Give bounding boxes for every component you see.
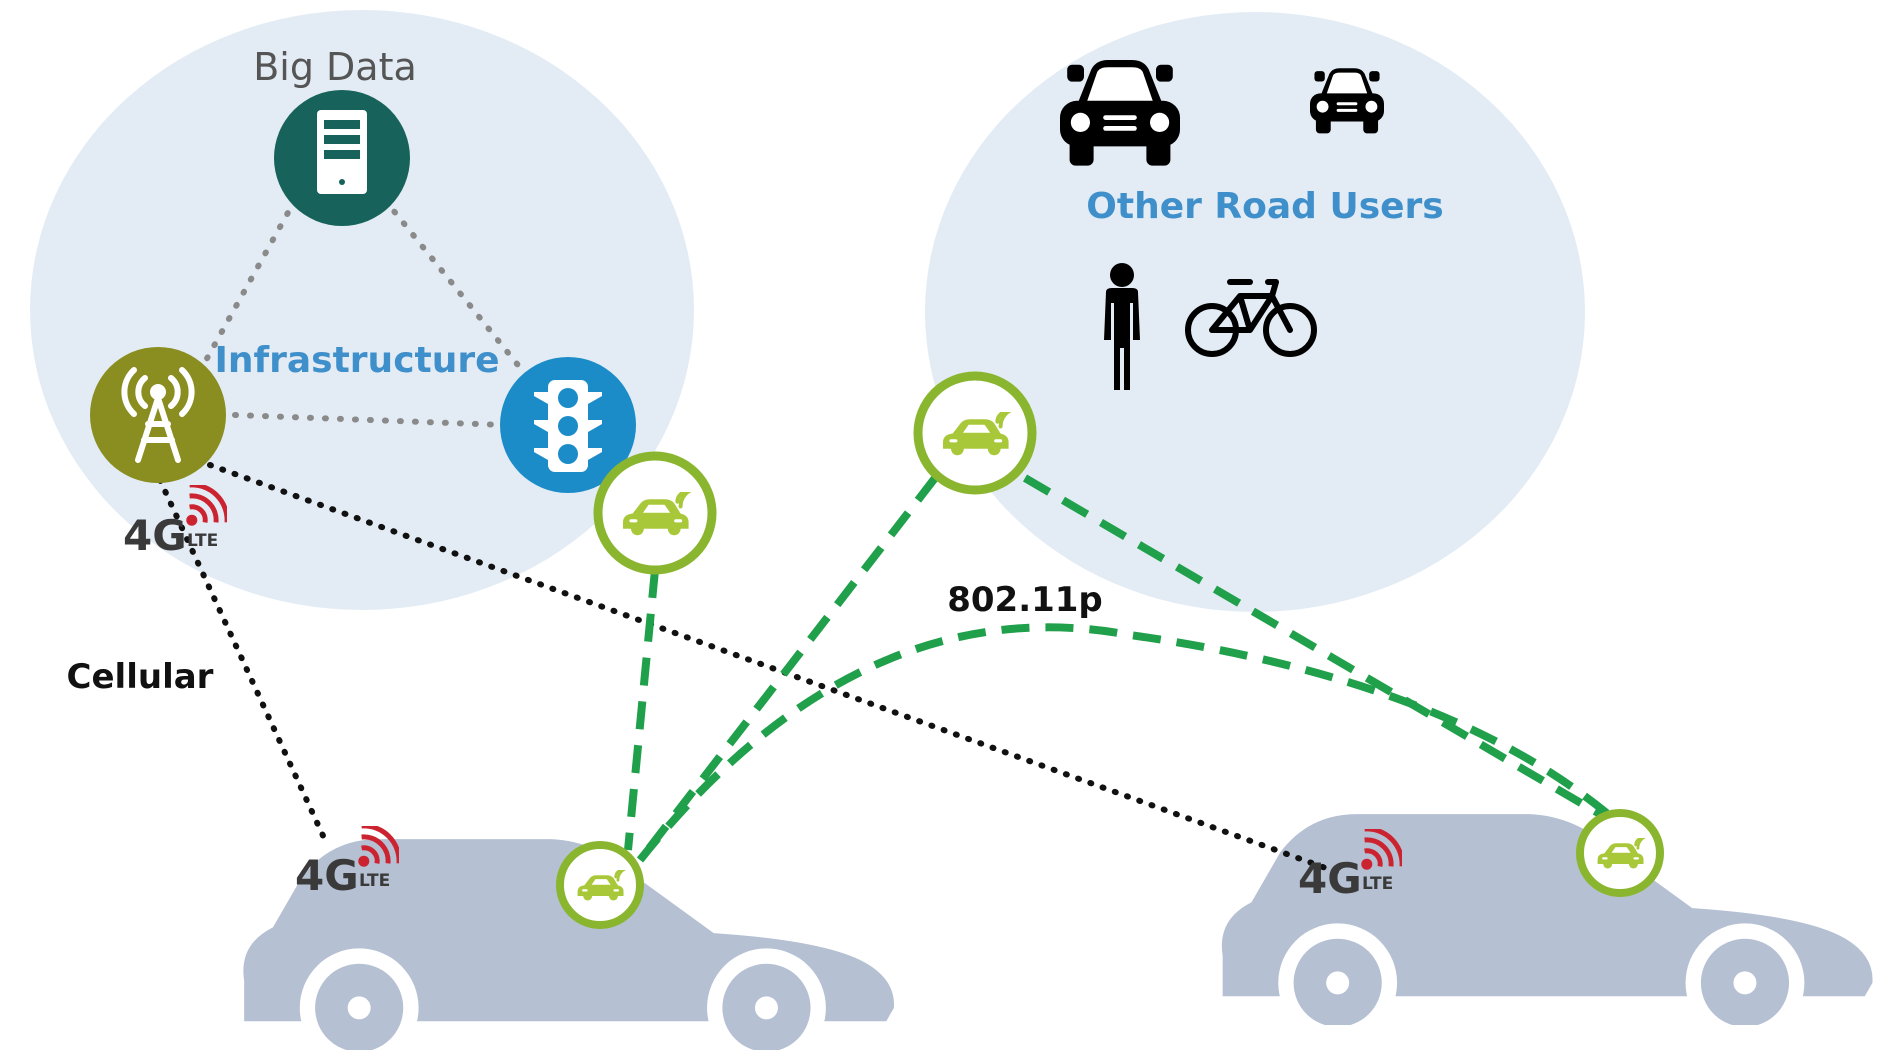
other-road-users-label: Other Road Users (1086, 186, 1443, 227)
v2x-node-infrastructure (593, 451, 717, 575)
lte-badge-suffix: LTE (187, 531, 218, 551)
car-right (1221, 814, 1873, 1025)
lte-badge-label: 4G (123, 511, 187, 560)
lte-badge-tower: 4G LTE (123, 485, 227, 560)
lte-badge-suffix: LTE (1362, 874, 1393, 894)
big-data-label: Big Data (253, 45, 417, 89)
server-icon (317, 110, 367, 194)
cell-tower-node (90, 347, 226, 483)
infrastructure-links (192, 197, 533, 428)
dsrc-links (624, 474, 1618, 863)
v2x-node-car-left (556, 841, 644, 929)
server-node (274, 90, 410, 226)
lte-badge-label: 4G (1298, 854, 1362, 903)
lte-badge-label: 4G (295, 851, 359, 900)
other-road-users-bubble (925, 12, 1585, 612)
lte-badge-car-left: 4G LTE (295, 826, 399, 900)
pedestrian-icon (1104, 263, 1140, 390)
v2x-node-road-users (913, 371, 1037, 495)
cellular-links (157, 462, 1348, 878)
infrastructure-label: Infrastructure (214, 340, 499, 381)
traffic-light-node (500, 357, 636, 493)
bicycle-icon (1185, 279, 1317, 357)
dsrc-label: 802.11p (947, 580, 1103, 620)
lte-badge-suffix: LTE (359, 871, 390, 891)
cellular-label: Cellular (67, 657, 214, 697)
v2x-node-car-right (1576, 809, 1664, 897)
cell-tower-icon (121, 367, 195, 463)
traffic-light-icon (534, 380, 602, 472)
lte-badge-car-right: 4G LTE (1298, 829, 1402, 903)
